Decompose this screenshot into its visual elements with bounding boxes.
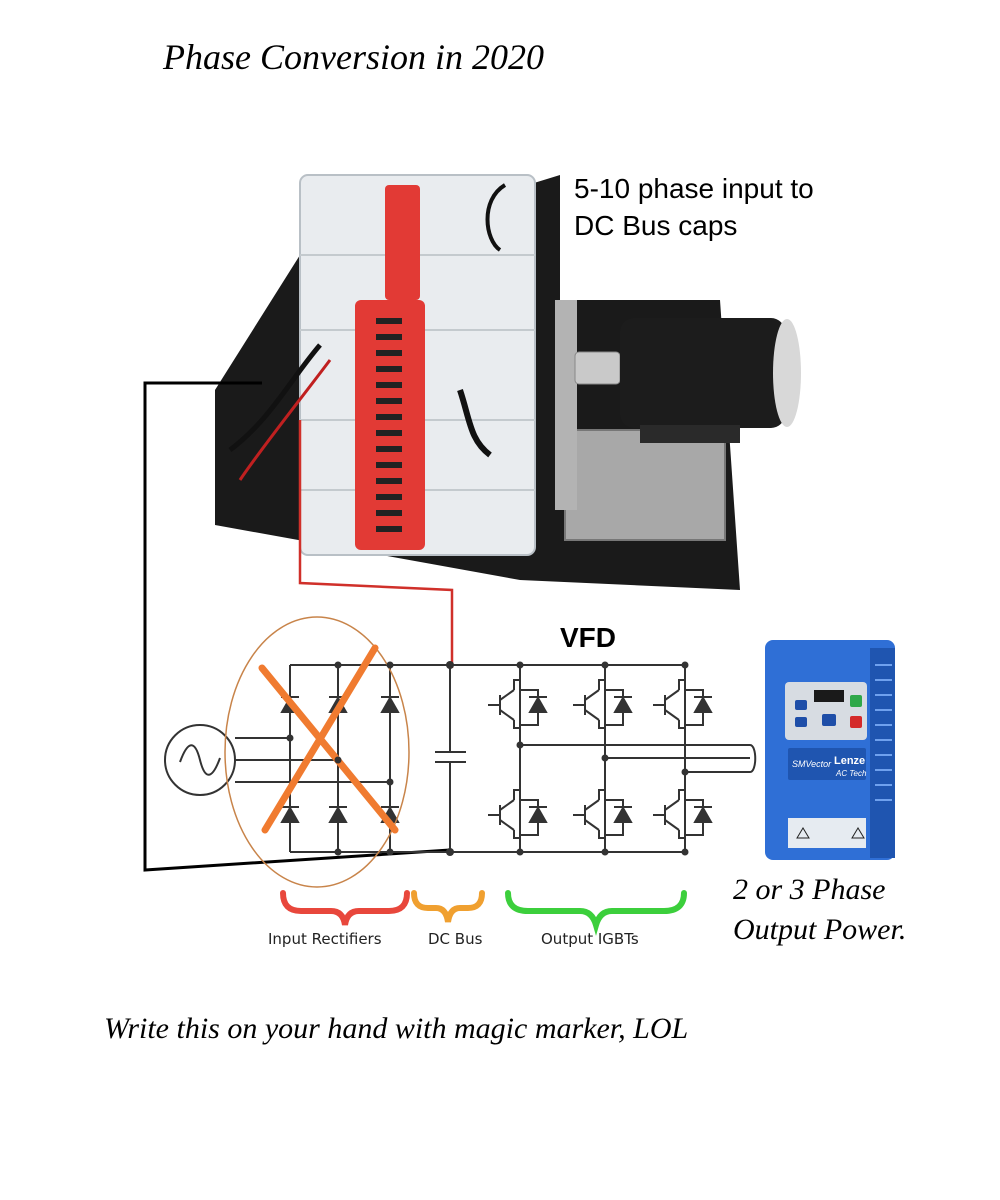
wire-harness-4 (457, 389, 492, 458)
output-annotation-line-2: Output Power. (733, 913, 907, 946)
rectifier-cross-out (258, 644, 399, 834)
wire-harness-2 (238, 359, 332, 481)
terminal-strip (355, 300, 425, 550)
warning-icon (796, 827, 865, 839)
vfd-label: VFD (560, 622, 616, 653)
drive-cooling-fins (875, 664, 892, 801)
label-output-igbts: Output IGBTs (541, 930, 639, 948)
black-bypass-wire (143, 381, 451, 872)
terminal-screws (376, 318, 402, 532)
drive-brand-sub: AC Tech (835, 769, 867, 778)
igbt-inverter (488, 665, 757, 852)
motor-end-cap (773, 319, 801, 427)
drive-key-stop (850, 716, 862, 728)
converter-photo (215, 174, 801, 590)
drive-key-down (795, 717, 807, 727)
vfd-drive-unit: SMVector Lenze AC Tech (765, 640, 895, 860)
photo-annotation-line-2: DC Bus caps (574, 210, 738, 241)
motor-base (564, 429, 726, 541)
motor-mount (555, 300, 577, 510)
footer-note: Write this on your hand with magic marke… (104, 1012, 689, 1045)
drive-display (814, 690, 844, 702)
wire-harness-1 (228, 343, 322, 452)
rectifier-highlight-ellipse (224, 616, 410, 888)
drive-brand-band (788, 748, 866, 780)
motor-feet (640, 425, 740, 443)
ac-source-symbol (164, 724, 390, 796)
brace-output-igbts (505, 890, 687, 936)
motor-coupling (574, 351, 621, 385)
red-dc-link-wire (298, 420, 454, 668)
drive-key-mode (822, 714, 836, 726)
motor-body (620, 318, 785, 428)
photo-annotation-line-1: 5-10 phase input to (574, 173, 814, 204)
drive-brand-right: Lenze (834, 755, 865, 767)
drive-brand-left: SMVector (792, 759, 832, 769)
label-input-rectifiers: Input Rectifiers (268, 930, 382, 948)
label-dc-bus: DC Bus (428, 930, 483, 948)
drive-key-start (850, 695, 862, 707)
brace-dc-bus (411, 890, 485, 923)
dc-bus-capacitor (435, 665, 466, 852)
terminal-strip-top (385, 185, 420, 300)
drive-warning-label (788, 818, 866, 848)
drive-key-up (795, 700, 807, 710)
brace-input-rectifiers (280, 890, 410, 926)
page-title: Phase Conversion in 2020 (163, 37, 544, 77)
photo-annotation: 5-10 phase input to DC Bus caps (574, 170, 814, 244)
output-annotation: 2 or 3 Phase Output Power. (733, 870, 906, 950)
junction-dots (286, 661, 689, 856)
drive-side-shade (870, 648, 895, 858)
output-annotation-line-1: 2 or 3 Phase (733, 873, 886, 906)
wire-harness-3 (485, 183, 507, 252)
